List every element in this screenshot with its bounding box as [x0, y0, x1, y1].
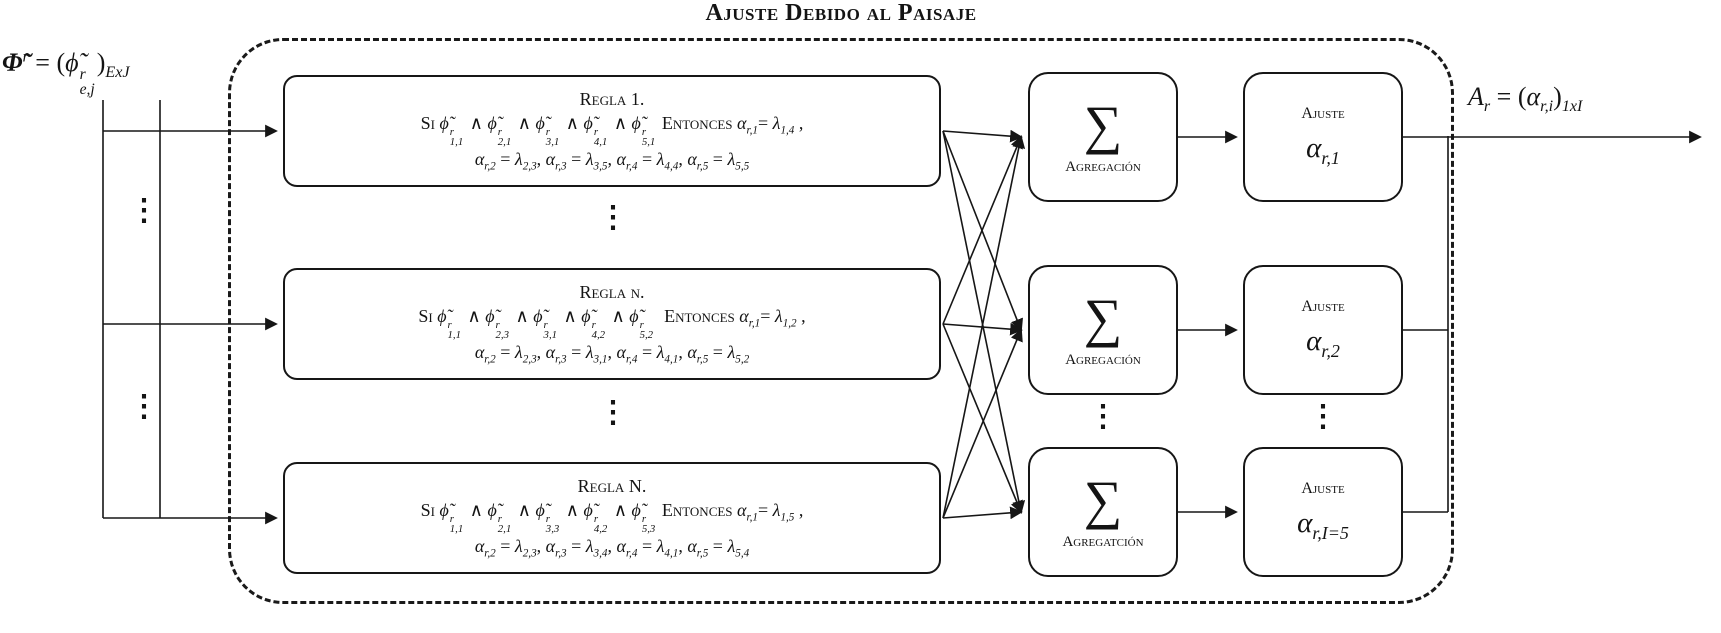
output-expression: Ar = (αr,i)1xI	[1468, 82, 1583, 116]
diagram-title: Ajuste Debido al Paisaje	[705, 0, 977, 26]
adjustment-label-1: Ajuste	[1301, 105, 1345, 123]
aggregation-box-3: ∑ Agregatción	[1028, 447, 1178, 577]
ellipsis-adjustment: ⋮	[1308, 400, 1338, 433]
rule-n-consequence: αr,2 = λ2,3, αr,3 = λ3,1, αr,4 = λ4,1, α…	[474, 342, 750, 366]
adjustment-value-3: αr,I=5	[1297, 507, 1349, 543]
sigma-icon: ∑	[1083, 470, 1123, 530]
rule-N-consequence: αr,2 = λ2,3, αr,3 = λ3,4, αr,4 = λ4,1, α…	[474, 536, 750, 560]
rule-N-title: Regla N.	[577, 475, 647, 496]
aggregation-label-1: Agregación	[1065, 159, 1141, 175]
rule-1-title: Regla 1.	[579, 88, 645, 109]
ellipsis-input-2: ⋮	[129, 390, 159, 423]
ellipsis-rules-2: ⋮	[598, 396, 628, 429]
aggregation-label-3: Agregatción	[1062, 534, 1144, 550]
adjustment-box-3: Ajuste αr,I=5	[1243, 447, 1403, 577]
adjustment-label-3: Ajuste	[1301, 480, 1345, 498]
aggregation-label-2: Agregación	[1065, 352, 1141, 368]
adjustment-box-2: Ajuste αr,2	[1243, 265, 1403, 395]
ellipsis-aggregation: ⋮	[1088, 400, 1118, 433]
adjustment-label-2: Ajuste	[1301, 298, 1345, 316]
sigma-icon: ∑	[1083, 95, 1123, 155]
aggregation-box-2: ∑ Agregación	[1028, 265, 1178, 395]
adjustment-box-1: Ajuste αr,1	[1243, 72, 1403, 202]
rule-n-title: Regla n.	[579, 281, 645, 302]
adjustment-value-1: αr,1	[1306, 132, 1340, 168]
ellipsis-rules-1: ⋮	[598, 201, 628, 234]
rule-1-consequence: αr,2 = λ2,3, αr,3 = λ3,5, αr,4 = λ4,4, α…	[474, 149, 750, 173]
sigma-icon: ∑	[1083, 288, 1123, 348]
landscape-adjustment-boundary	[228, 38, 1454, 604]
aggregation-box-1: ∑ Agregación	[1028, 72, 1178, 202]
adjustment-value-2: αr,2	[1306, 325, 1340, 361]
ellipsis-input-1: ⋮	[129, 194, 159, 227]
